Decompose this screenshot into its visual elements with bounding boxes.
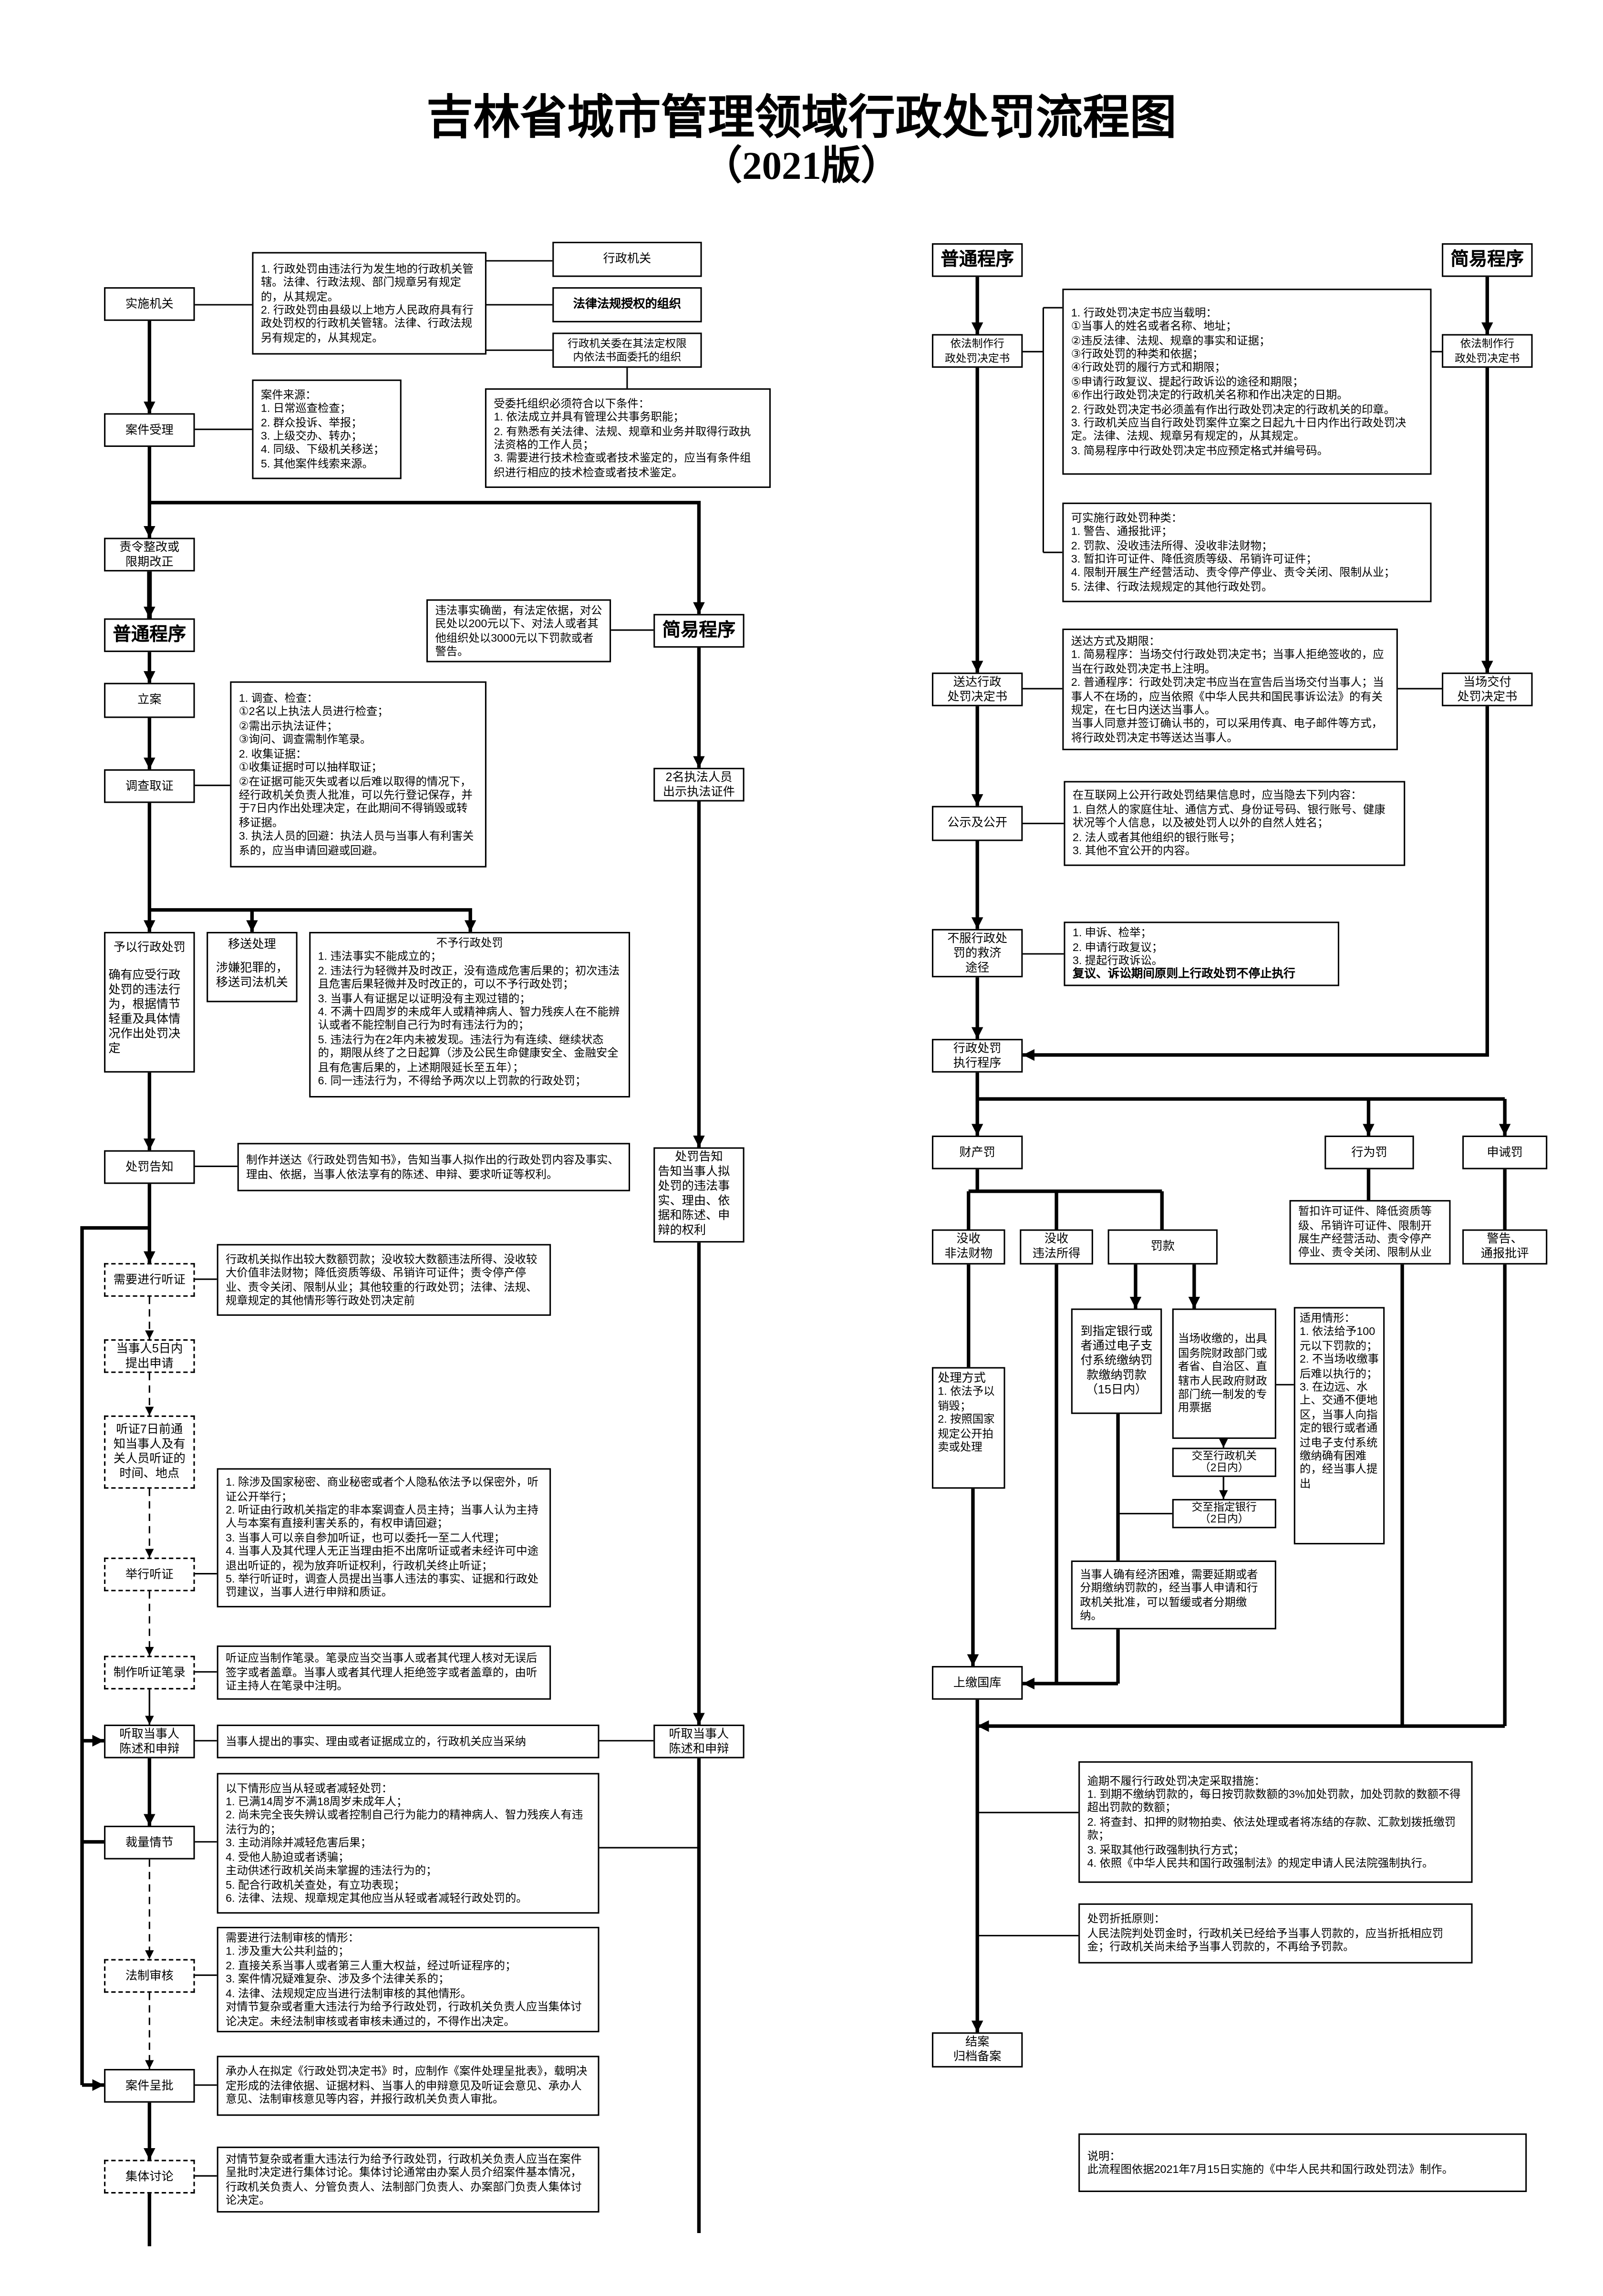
node-publicity: 公示及公开 bbox=[931, 806, 1023, 841]
node-warning: 警告、 通报批评 bbox=[1462, 1229, 1548, 1265]
node-fine: 罚款 bbox=[1107, 1229, 1218, 1265]
thin-arrows bbox=[145, 1438, 1228, 1725]
node-simple-penalty-notice: 处罚告知 告知当事人拟处罚的违法事实、理由、依据和陈述、申辩的权利 bbox=[653, 1147, 745, 1243]
node-ordinary-procedure-right: 普通程序 bbox=[931, 243, 1023, 277]
node-implementing-agency: 实施机关 bbox=[104, 287, 195, 321]
note-overdue-measures: 逾期不履行行政处罚决定采取措施： 1. 到期不缴纳罚款的，每日按罚款数额的3%加… bbox=[1078, 1761, 1473, 1883]
node-order-rectify: 责令整改或 限期改正 bbox=[104, 538, 195, 572]
simple-notice-title: 处罚告知 bbox=[675, 1150, 723, 1164]
note-economic-hardship: 当事人确有经济困难，需要延期或者分期缴纳罚款的，经当事人申请和行政机关批准，可以… bbox=[1071, 1560, 1276, 1630]
note-decision-contents: 1. 行政处罚决定书应当载明： ①当事人的姓名或者名称、地址； ②违反法律、法规… bbox=[1062, 289, 1432, 475]
note-penalty-notice: 制作并送达《行政处罚告知书》，告知当事人拟作出的行政处罚内容及事实、理由、依据，… bbox=[237, 1143, 631, 1191]
note-investigation: 1. 调查、检查： ①2名以上执法人员进行检查； ②需出示执法证件； ③询问、调… bbox=[230, 681, 486, 868]
node-apply-within-5-days: 当事人5日内 提出申请 bbox=[104, 1339, 195, 1373]
node-admin-organ: 行政机关 bbox=[552, 241, 702, 277]
node-ordinary-procedure: 普通程序 bbox=[104, 618, 195, 652]
note-publicity: 在互联网上公开行政处罚结果信息时，应当隐去下列内容： 1. 自然人的家庭住址、通… bbox=[1064, 781, 1406, 866]
note-conduct-penalty: 暂扣许可证件、降低资质等级、吊销许可证件、限制开展生产经营活动、责令停产停业、责… bbox=[1289, 1200, 1451, 1265]
no-penalty-body: 1. 违法事实不能成立的； 2. 违法行为轻微并及时改正，没有造成危害后果的；初… bbox=[318, 950, 620, 1087]
note-case-approval: 承办人在拟定《行政处罚决定书》时，应制作《案件处理呈批表》，载明决定形成的法律依… bbox=[217, 2056, 600, 2116]
no-penalty-title: 不予行政处罚 bbox=[436, 936, 503, 950]
note-hearing-rules: 1. 除涉及国家秘密、商业秘密或者个人隐私依法予以保密外，听证公开举行； 2. … bbox=[217, 1468, 551, 1608]
transfer-body: 涉嫌犯罪的， 移送司法机关 bbox=[216, 961, 288, 989]
remedy-items: 1. 申诉、检举； 2. 申请行政复议； 3. 提起行政诉讼。 bbox=[1072, 926, 1163, 967]
node-no-penalty: 不予行政处罚 1. 违法事实不能成立的； 2. 违法行为轻微并及时改正，没有造成… bbox=[309, 931, 631, 1098]
simple-notice-body: 告知当事人拟处罚的违法事实、理由、依据和陈述、申辩的权利 bbox=[658, 1165, 730, 1237]
node-hand-to-bank: 交至指定银行 （2日内） bbox=[1172, 1499, 1276, 1529]
note-legal-review: 需要进行法制审核的情形： 1. 涉及重大公共利益的； 2. 直接关系当事人或者第… bbox=[217, 1926, 600, 2033]
node-transfer: 移送处理 涉嫌犯罪的， 移送司法机关 bbox=[207, 931, 298, 1003]
node-property-penalty: 财产罚 bbox=[931, 1135, 1023, 1169]
node-remedy: 不服行政处 罚的救济 途径 bbox=[931, 929, 1023, 978]
node-hand-to-agency: 交至行政机关 （2日内） bbox=[1172, 1448, 1276, 1477]
impose-penalty-body: 确有应受行政处罚的违法行为，根据情节轻重及具体情况作出处罚决定 bbox=[108, 968, 181, 1055]
node-confiscate-property: 没收 非法财物 bbox=[931, 1229, 1005, 1265]
node-simple-hear-statement: 听取当事人 陈述和申辩 bbox=[653, 1724, 745, 1758]
node-collective-discussion: 集体讨论 bbox=[104, 2160, 195, 2194]
node-discretion: 裁量情节 bbox=[104, 1825, 195, 1860]
transfer-title: 移送处理 bbox=[228, 938, 276, 951]
node-case-closed: 结案 归档备案 bbox=[931, 2032, 1023, 2068]
note-collective-discussion: 对情节复杂或者重大违法行为给予行政处罚，行政机关负责人应当在案件呈批时决定进行集… bbox=[217, 2146, 600, 2213]
note-hearing-conditions: 行政机关拟作出较大数额罚款；没收较大数额违法所得、没收较大价值非法财物；降低资质… bbox=[217, 1244, 551, 1316]
remedy-emphasis: 复议、诉讼期间原则上行政处罚不停止执行 bbox=[1072, 967, 1295, 981]
node-filing: 立案 bbox=[104, 683, 195, 718]
node-simple-procedure-right: 简易程序 bbox=[1442, 243, 1533, 277]
note-entrusted-conditions: 受委托组织必须符合以下条件： 1. 依法成立并具有管理公共事务职能； 2. 有熟… bbox=[485, 388, 771, 488]
note-penalty-offset: 处罚折抵原则： 人民法院判处罚金时，行政机关已经给予当事人罚款的，应当折抵相应罚… bbox=[1078, 1903, 1473, 1964]
page-title: 吉林省城市管理领域行政处罚流程图 bbox=[426, 91, 1177, 144]
node-case-approval: 案件呈批 bbox=[104, 2068, 195, 2103]
node-deliver-decision: 送达行政 处罚决定书 bbox=[931, 672, 1023, 706]
impose-penalty-title: 予以行政处罚 bbox=[113, 941, 186, 954]
note-penalty-types: 可实施行政处罚种类： 1. 警告、通报批评； 2. 罚款、没收违法所得、没收非法… bbox=[1062, 502, 1432, 602]
node-authorized-org: 法律法规授权的组织 bbox=[552, 287, 702, 322]
note-delivery: 送达方式及期限： 1. 简易程序：当场交付行政处罚决定书；当事人拒绝签收的，应当… bbox=[1062, 628, 1398, 750]
note-case-sources: 案件来源： 1. 日常巡查检查； 2. 群众投诉、举报； 3. 上级交办、转办；… bbox=[252, 379, 402, 479]
node-disposal-method: 处理方式 1. 依法予以销毁； 2. 按照国家规定公开拍卖或处理 bbox=[931, 1367, 1005, 1489]
thin-connectors bbox=[195, 260, 1442, 2177]
node-hearing-needed: 需要进行听证 bbox=[104, 1263, 195, 1297]
node-two-officers: 2名执法人员 出示执法证件 bbox=[653, 767, 745, 802]
node-onsite-collection: 当场收缴的，出具国务院财政部门或者省、自治区、直辖市人民政府财政部门统一制发的专… bbox=[1172, 1308, 1276, 1439]
node-conduct-penalty: 行为罚 bbox=[1324, 1135, 1414, 1169]
node-reprimand-penalty: 申诫罚 bbox=[1462, 1135, 1548, 1169]
node-notify-7-days: 听证7日前通 知当事人及有 关人员听证的 时间、地点 bbox=[104, 1415, 195, 1489]
node-bank-payment: 到指定银行或者通过电子支付系统缴纳罚款缴纳罚款 （15日内） bbox=[1071, 1308, 1162, 1414]
node-make-decision-simple: 依法制作行 政处罚决定书 bbox=[1442, 334, 1533, 368]
node-simple-procedure: 简易程序 bbox=[653, 614, 745, 648]
node-make-decision: 依法制作行 政处罚决定书 bbox=[931, 334, 1023, 368]
page-subtitle: （2021版） bbox=[703, 144, 900, 188]
node-execution: 行政处罚 执行程序 bbox=[931, 1039, 1023, 1073]
node-case-acceptance: 案件受理 bbox=[104, 413, 195, 447]
node-hear-statement: 听取当事人 陈述和申辩 bbox=[104, 1724, 195, 1758]
note-jurisdiction: 1. 行政处罚由违法行为发生地的行政机关管辖。法律、行政法规、部门规章另有规定的… bbox=[252, 252, 486, 355]
node-impose-penalty: 予以行政处罚 确有应受行政处罚的违法行为，根据情节轻重及具体情况作出处罚决定 bbox=[104, 931, 195, 1073]
note-hear-statement: 当事人提出的事实、理由或者证据成立的，行政机关应当采纳 bbox=[217, 1724, 600, 1758]
node-investigation: 调查取证 bbox=[104, 769, 195, 803]
node-state-treasury: 上缴国库 bbox=[931, 1666, 1023, 1700]
note-explanation: 说明： 此流程图依据2021年7月15日实施的《中华人民共和国行政处罚法》制作。 bbox=[1078, 2133, 1527, 2193]
node-hearing-record: 制作听证笔录 bbox=[104, 1655, 195, 1690]
node-legal-review: 法制审核 bbox=[104, 1959, 195, 1993]
node-entrusted-org: 行政机关委在其法定权限 内依法书面委托的组织 bbox=[552, 332, 702, 368]
note-hearing-record: 听证应当制作笔录。笔录应当交当事人或者其代理人核对无误后签字或者盖章。当事人或者… bbox=[217, 1645, 551, 1700]
note-remedy: 1. 申诉、检举； 2. 申请行政复议； 3. 提起行政诉讼。 复议、诉讼期间原… bbox=[1064, 921, 1339, 986]
note-mitigation: 以下情形应当从轻或者减轻处罚： 1. 已满14周岁不满18周岁未成年人； 2. … bbox=[217, 1773, 600, 1914]
node-confiscate-gains: 没收 违法所得 bbox=[1020, 1229, 1093, 1265]
node-hold-hearing: 举行听证 bbox=[104, 1557, 195, 1592]
note-applicable-cases: 适用情形： 1. 依法给予100元以下罚款的； 2. 不当场收缴事后难以执行的；… bbox=[1293, 1307, 1385, 1545]
disposal-body: 1. 依法予以销毁； 2. 按照国家规定公开拍卖或处理 bbox=[938, 1385, 995, 1454]
disposal-title: 处理方式 bbox=[938, 1371, 986, 1385]
node-penalty-notice: 处罚告知 bbox=[104, 1150, 195, 1184]
note-simple-conditions: 违法事实确凿，有法定依据，对公民处以200元以下、对法人或者其他组织处以3000… bbox=[426, 599, 611, 662]
node-deliver-onsite: 当场交付 处罚决定书 bbox=[1442, 672, 1533, 706]
thick-flow-lines bbox=[80, 277, 1511, 2246]
